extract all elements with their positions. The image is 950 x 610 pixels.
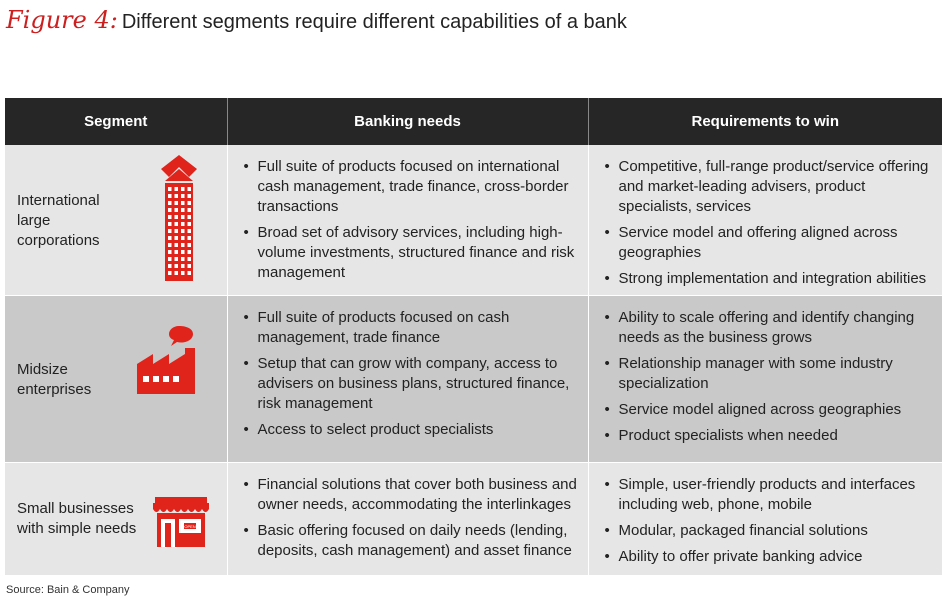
requirements-list: Simple, user-friendly products and inter…	[589, 463, 943, 567]
figure-label: Figure 4:	[6, 6, 118, 34]
list-item: Simple, user-friendly products and inter…	[605, 475, 933, 515]
segment-name-line: with simple needs	[17, 520, 137, 537]
banking-needs-list: Full suite of products focused on cash m…	[228, 296, 588, 440]
source-note: Source: Bain & Company	[6, 584, 130, 596]
list-item: Full suite of products focused on cash m…	[244, 308, 578, 348]
figure-title-row: Figure 4: Different segments require dif…	[6, 6, 627, 40]
header-requirements-to-win: Requirements to win	[588, 98, 942, 145]
list-item: Broad set of advisory services, includin…	[244, 223, 578, 283]
segment-cell: International large corporations	[5, 145, 228, 296]
segment-name-line: enterprises	[17, 381, 92, 398]
segment-name-line: large	[17, 212, 51, 229]
table-header-row: Segment Banking needs Requirements to wi…	[5, 98, 942, 145]
header-segment: Segment	[5, 98, 228, 145]
list-item: Financial solutions that cover both busi…	[244, 475, 578, 515]
store-sign: OPEN	[184, 524, 195, 529]
banking-needs-list: Financial solutions that cover both busi…	[228, 463, 588, 561]
list-item: Basic offering focused on daily needs (l…	[244, 521, 578, 561]
list-item: Full suite of products focused on intern…	[244, 157, 578, 217]
list-item: Setup that can grow with company, access…	[244, 354, 578, 414]
segments-table: Segment Banking needs Requirements to wi…	[5, 98, 942, 576]
requirements-cell: Simple, user-friendly products and inter…	[588, 462, 943, 576]
banking-needs-cell: Full suite of products focused on cash m…	[227, 295, 589, 463]
table-row: Small businesses with simple needs OPEN …	[5, 462, 943, 576]
table-row: Midsize enterprises Full suite of produc…	[5, 295, 943, 463]
list-item: Modular, packaged financial solutions	[605, 521, 933, 541]
factory-icon	[137, 326, 195, 394]
list-item: Relationship manager with some industry …	[605, 354, 933, 394]
list-item: Strong implementation and integration ab…	[605, 269, 933, 289]
banking-needs-cell: Financial solutions that cover both busi…	[227, 462, 589, 576]
requirements-list: Ability to scale offering and identify c…	[589, 296, 943, 446]
list-item: Service model and offering aligned acros…	[605, 223, 933, 263]
list-item: Ability to offer private banking advice	[605, 547, 933, 567]
skyscraper-icon	[161, 155, 197, 281]
segment-name-line: Small businesses	[17, 500, 134, 517]
banking-needs-cell: Full suite of products focused on intern…	[227, 145, 589, 296]
requirements-cell: Competitive, full-range product/service …	[588, 145, 942, 296]
segment-name: Midsize enterprises	[17, 360, 91, 400]
storefront-icon: OPEN	[153, 497, 209, 547]
requirements-list: Competitive, full-range product/service …	[589, 145, 943, 289]
list-item: Product specialists when needed	[605, 426, 933, 446]
segment-name: Small businesses with simple needs	[17, 499, 136, 539]
list-item: Access to select product specialists	[244, 420, 578, 440]
segment-cell: Midsize enterprises	[5, 295, 228, 463]
requirements-cell: Ability to scale offering and identify c…	[588, 295, 943, 463]
header-banking-needs: Banking needs	[227, 98, 589, 145]
banking-needs-list: Full suite of products focused on intern…	[228, 145, 588, 283]
segment-name-line: Midsize	[17, 361, 68, 378]
list-item: Ability to scale offering and identify c…	[605, 308, 933, 348]
segment-name: International large corporations	[17, 191, 100, 251]
figure-title: Different segments require different cap…	[121, 11, 627, 33]
segment-cell: Small businesses with simple needs OPEN	[5, 462, 228, 576]
list-item: Competitive, full-range product/service …	[605, 157, 933, 217]
list-item: Service model aligned across geographies	[605, 400, 933, 420]
table-row: International large corporations Full su…	[5, 145, 942, 296]
segment-name-line: International	[17, 192, 100, 209]
segment-name-line: corporations	[17, 232, 100, 249]
